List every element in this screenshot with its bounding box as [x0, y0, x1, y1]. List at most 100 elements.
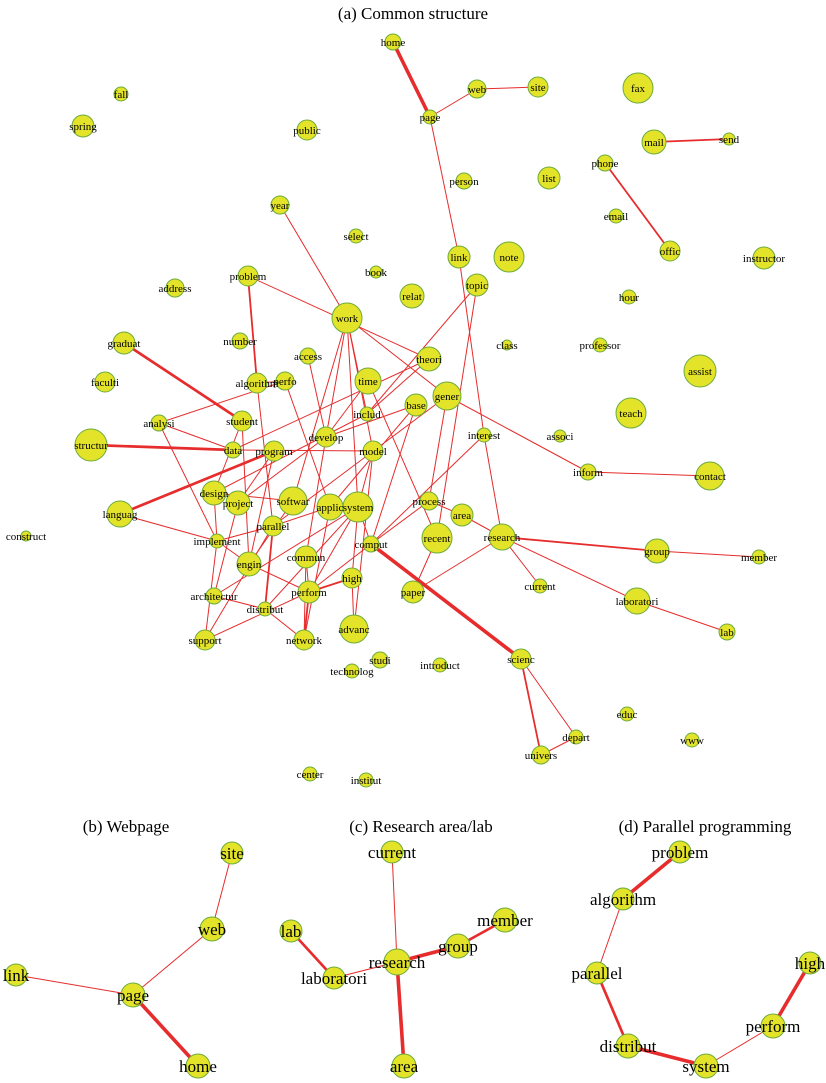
node-a-spring [71, 114, 95, 138]
node-a-institut [358, 772, 374, 788]
node-label-a-distribut: distribut [247, 604, 284, 616]
node-label-a-interest: interest [468, 430, 500, 442]
node-a-theori [416, 346, 442, 372]
node-a-fax [622, 72, 654, 104]
node-label-a-fall: fall [114, 89, 129, 101]
edge-a-link-interest [458, 256, 485, 436]
node-a-includ [359, 406, 375, 422]
node-a-advanc [339, 614, 369, 644]
node-label-a-laboratori: laboratori [616, 596, 659, 608]
node-label-a-area: area [453, 510, 471, 522]
edge-a-includ-theori [366, 358, 430, 415]
node-label-a-site: site [530, 82, 545, 94]
node-label-a-person: person [449, 176, 479, 188]
node-c-area [391, 1053, 417, 1079]
node-c-group [445, 933, 471, 959]
edge-d-problem-algorithm [621, 850, 682, 901]
node-label-a-implement: implement [193, 536, 240, 548]
edge-d-parallel-distribut [595, 971, 630, 1048]
node-a-model [362, 440, 384, 462]
edge-a-project-architectur [213, 502, 239, 597]
node-a-phone [596, 154, 614, 172]
edge-a-work-gener [346, 317, 448, 397]
node-c-member [492, 907, 518, 933]
node-a-laboratori [623, 587, 651, 615]
node-label-d-system: system [682, 1057, 729, 1076]
node-a-faculti [94, 371, 116, 393]
node-b-link [4, 963, 28, 987]
edge-b-web-page [132, 928, 213, 996]
panel-d-title: (d) Parallel programming [619, 817, 792, 836]
node-a-link [447, 245, 471, 269]
node-a-research [488, 523, 516, 551]
node-a-process [419, 491, 439, 511]
edge-a-student-design [213, 420, 243, 494]
node-a-architectur [205, 587, 223, 605]
node-a-recent [421, 522, 453, 554]
node-b-page [120, 982, 146, 1008]
node-label-a-current: current [524, 581, 555, 593]
node-a-studi [371, 651, 389, 669]
edge-a-base-comput [370, 404, 417, 545]
node-label-a-mail: mail [644, 137, 664, 149]
node-a-class [501, 339, 513, 351]
node-a-center [302, 766, 318, 782]
edge-a-system-architectur [213, 506, 359, 597]
node-label-a-year: year [271, 200, 290, 212]
node-a-depart [568, 729, 584, 745]
node-label-a-student: student [226, 416, 258, 428]
node-a-www [684, 732, 700, 748]
node-label-c-member: member [477, 911, 533, 930]
node-d-parallel [585, 961, 609, 985]
edge-a-base-develop [325, 404, 417, 438]
node-a-book [369, 265, 383, 279]
panel-c-graph: currentmemberlabgroupresearchlaboratoria… [279, 840, 533, 1079]
node-a-list [537, 166, 561, 190]
node-label-a-phone: phone [592, 158, 619, 170]
node-label-a-commun: commun [287, 552, 326, 564]
node-a-current [532, 578, 548, 594]
node-label-a-perfo: perfo [273, 376, 297, 388]
edge-a-program-engin [248, 450, 275, 565]
node-label-a-professor: professor [580, 340, 621, 352]
node-label-a-system: system [343, 502, 374, 514]
node-a-associ [553, 429, 567, 443]
node-a-comput [362, 535, 380, 553]
node-a-home [384, 33, 402, 51]
node-d-perform [760, 1013, 786, 1039]
edge-a-scienc-depart [520, 658, 577, 738]
node-a-network [293, 629, 315, 651]
edge-d-system-perform [705, 1025, 774, 1067]
node-a-structur [74, 428, 108, 462]
node-label-a-institut: institut [351, 775, 382, 787]
node-a-teach [615, 397, 647, 429]
node-label-a-base: base [406, 400, 426, 412]
node-a-assist [683, 354, 717, 388]
edge-a-research-group [501, 536, 658, 552]
node-label-d-distribut: distribut [600, 1037, 657, 1056]
node-label-a-educ: educ [617, 709, 638, 721]
edge-a-parallel-distribut [264, 525, 274, 610]
node-a-fall [113, 86, 129, 102]
node-label-a-link: link [450, 252, 468, 264]
node-label-b-web: web [198, 920, 226, 939]
node-a-web [467, 79, 487, 99]
node-a-analysi [150, 414, 168, 432]
node-label-a-applic: applic [317, 502, 344, 514]
node-a-system [342, 491, 374, 523]
edge-a-problem-algorithm [247, 275, 258, 384]
edge-b-page-home [131, 993, 200, 1068]
node-label-a-access: access [294, 351, 322, 363]
edge-a-inform-contact [587, 471, 711, 477]
node-a-support [194, 629, 216, 651]
edge-a-paper-research [412, 536, 503, 593]
edge-a-time-recent [367, 380, 438, 539]
node-label-a-book: book [365, 267, 388, 279]
node-label-a-graduat: graduat [108, 338, 141, 350]
node-label-a-scienc: scienc [507, 654, 535, 666]
node-label-a-theori: theori [416, 354, 442, 366]
node-a-contact [695, 461, 725, 491]
